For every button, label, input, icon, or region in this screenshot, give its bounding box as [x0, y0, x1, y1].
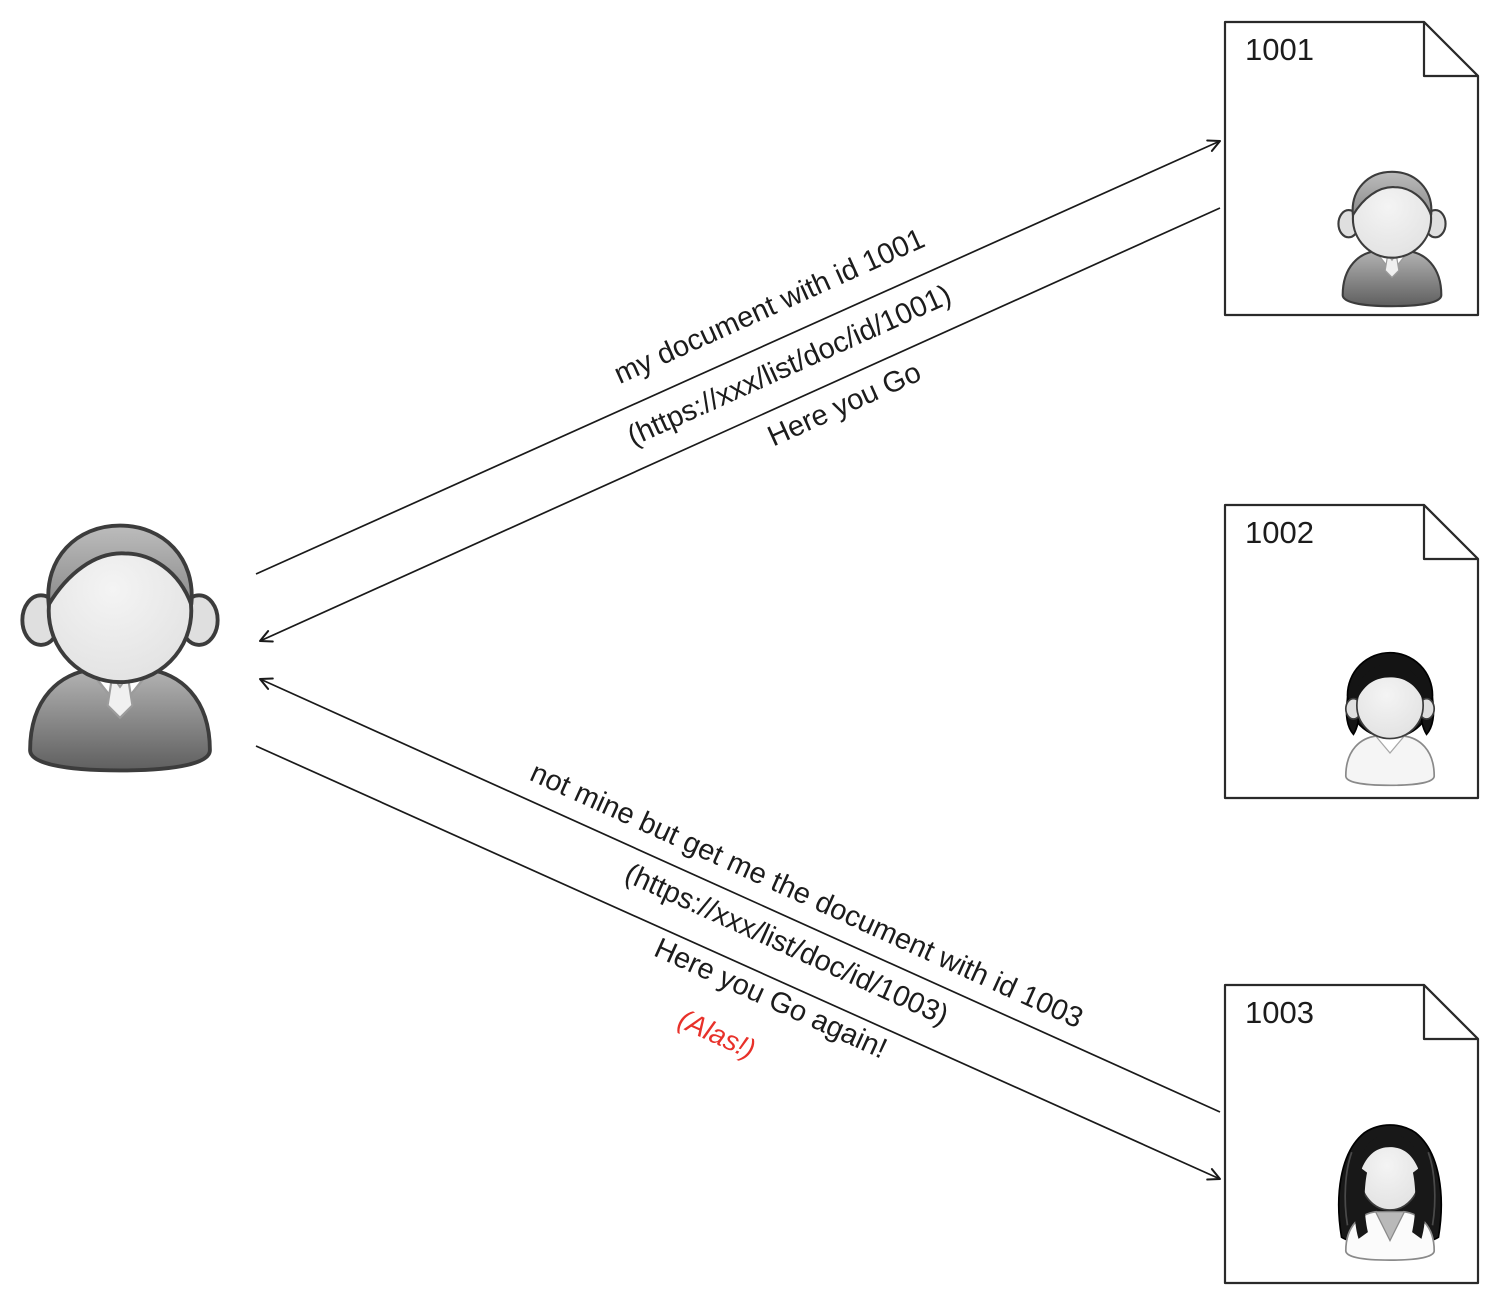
response-arrow-doc-1001 — [258, 207, 1221, 643]
requesting-user-avatar — [20, 523, 220, 773]
document-folded-corner — [1422, 983, 1480, 1041]
document-card-1001: 1001 — [1223, 20, 1480, 317]
response-arrow-doc-1003 — [258, 677, 1221, 1113]
document-card-1003: 1003 — [1223, 983, 1480, 1285]
message-arrows — [255, 139, 1222, 1181]
document-id-label: 1002 — [1245, 515, 1314, 550]
message-labels: my document with id 1001 (https://xxx/li… — [525, 223, 1087, 1065]
response-1003-alas-note: (Alas!) — [674, 1003, 760, 1065]
request-arrow-doc-1001 — [255, 139, 1222, 575]
document-card-1002: 1002 — [1223, 503, 1480, 800]
document-id-label: 1003 — [1245, 995, 1314, 1030]
document-folded-corner — [1422, 503, 1480, 561]
man-avatar-icon — [20, 523, 220, 773]
woman-bob-avatar-icon — [1344, 651, 1436, 787]
woman-long-hair-avatar-icon — [1337, 1124, 1443, 1262]
request-arrow-doc-1003 — [255, 745, 1222, 1181]
document-id-label: 1001 — [1245, 32, 1314, 67]
document-folded-corner — [1422, 20, 1480, 78]
